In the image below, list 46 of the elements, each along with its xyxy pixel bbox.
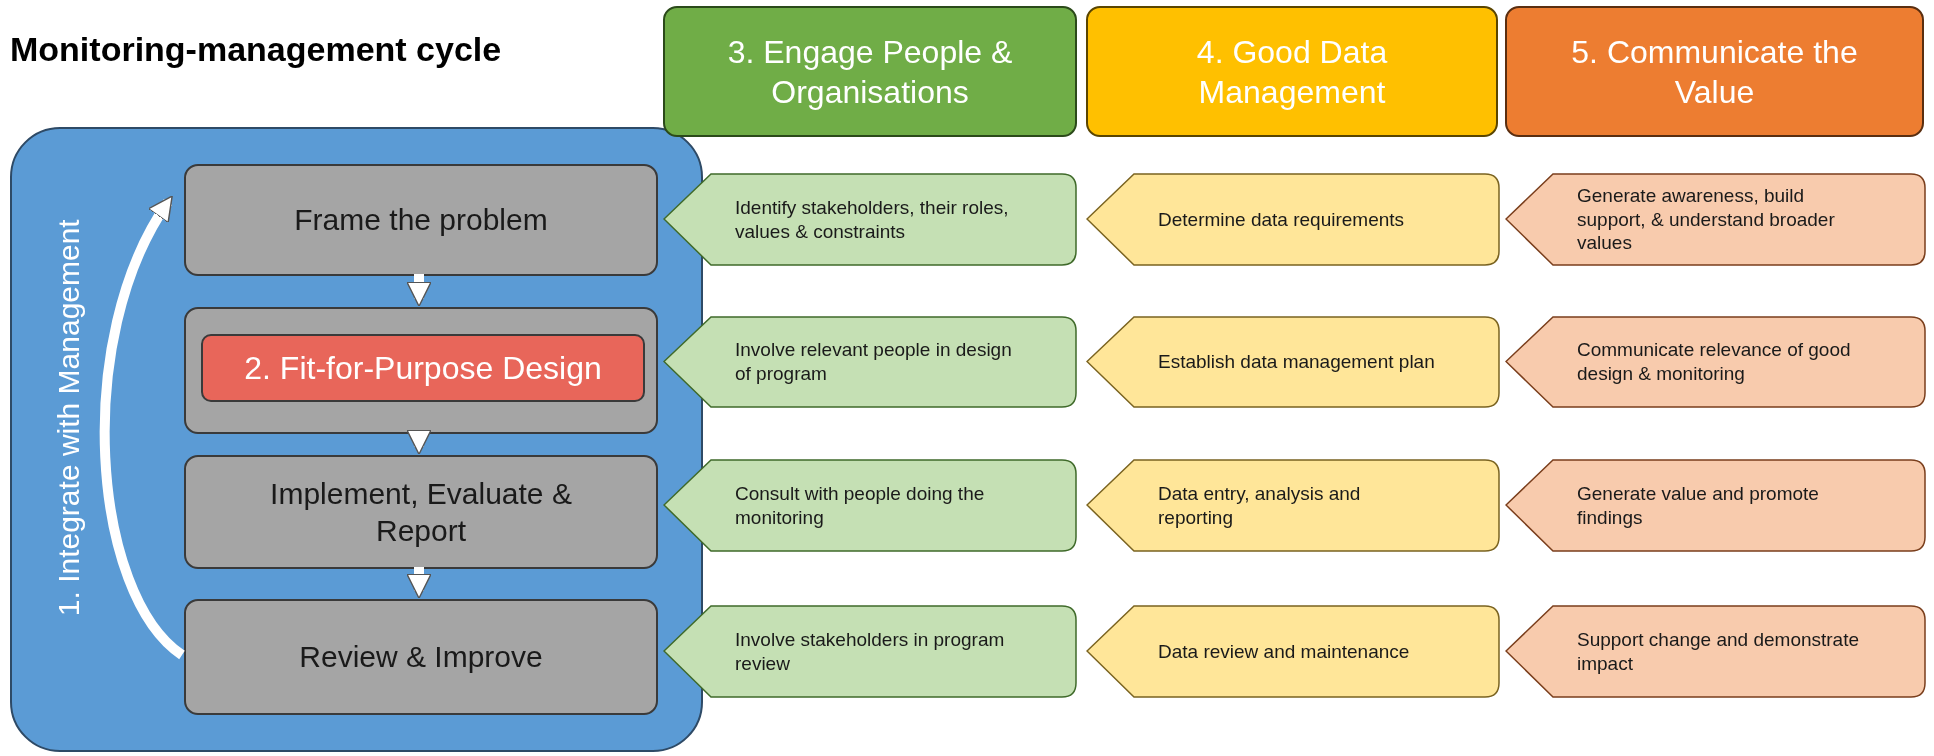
- box-label: Establish data management plan: [1158, 350, 1435, 374]
- box-label: Support change and demonstrate impact: [1577, 627, 1861, 676]
- box-label: 1. Integrate with Management: [51, 218, 87, 619]
- box-label: Review & Improve: [298, 639, 544, 676]
- task-callout: [1505, 173, 1926, 266]
- task-callout: [663, 459, 1077, 552]
- diagram-title: Monitoring-management cycle: [10, 30, 502, 69]
- task-callout: [1505, 605, 1926, 698]
- column-header: [1505, 6, 1924, 137]
- box-label: Data entry, analysis and reporting: [1158, 481, 1362, 530]
- arrow: [406, 567, 432, 599]
- task-callout: [1086, 316, 1500, 408]
- task-callout: [1505, 316, 1926, 408]
- box-label: Communicate relevance of good design & monitoring: [1577, 338, 1852, 386]
- task-callout: [663, 316, 1077, 408]
- box-label: Involve relevant people in design of program: [735, 338, 1013, 386]
- arrow: [406, 429, 432, 455]
- box-label: Generate value and promote findings: [1577, 481, 1820, 530]
- box-label: 5. Communicate the Value: [1570, 32, 1859, 112]
- process-box: [201, 334, 645, 402]
- box-label: 3. Engage People & Organisations: [726, 32, 1014, 112]
- box-label: Determine data requirements: [1158, 207, 1405, 232]
- box-label: Identify stakeholders, their roles, values & constraints: [735, 195, 1010, 244]
- process-box: [184, 307, 658, 434]
- task-callout: [1086, 173, 1500, 266]
- column-header: [663, 6, 1077, 137]
- box-label: Generate awareness, build support, & understand broader values: [1577, 183, 1836, 256]
- task-callout: [1086, 605, 1500, 698]
- task-callout: [1086, 459, 1500, 552]
- arrow: [406, 274, 432, 307]
- task-callout: [663, 173, 1077, 266]
- box-label: Implement, Evaluate & Report: [269, 475, 573, 549]
- box-label: 2. Fit-for-Purpose Design: [243, 349, 603, 388]
- process-box: [184, 164, 658, 276]
- box-label: Frame the problem: [293, 202, 549, 239]
- box-label: Involve stakeholders in program review: [735, 627, 1006, 676]
- column-header: [1086, 6, 1498, 137]
- cycle-panel: [10, 127, 703, 752]
- box-label: 4. Good Data Management: [1195, 32, 1389, 112]
- arrow: [100, 195, 186, 659]
- box-label: Consult with people doing the monitoring: [735, 481, 986, 530]
- task-callout: [1505, 459, 1926, 552]
- box-label: Data review and maintenance: [1158, 639, 1410, 664]
- process-box: [184, 455, 658, 569]
- task-callout: [663, 605, 1077, 698]
- process-box: [184, 599, 658, 715]
